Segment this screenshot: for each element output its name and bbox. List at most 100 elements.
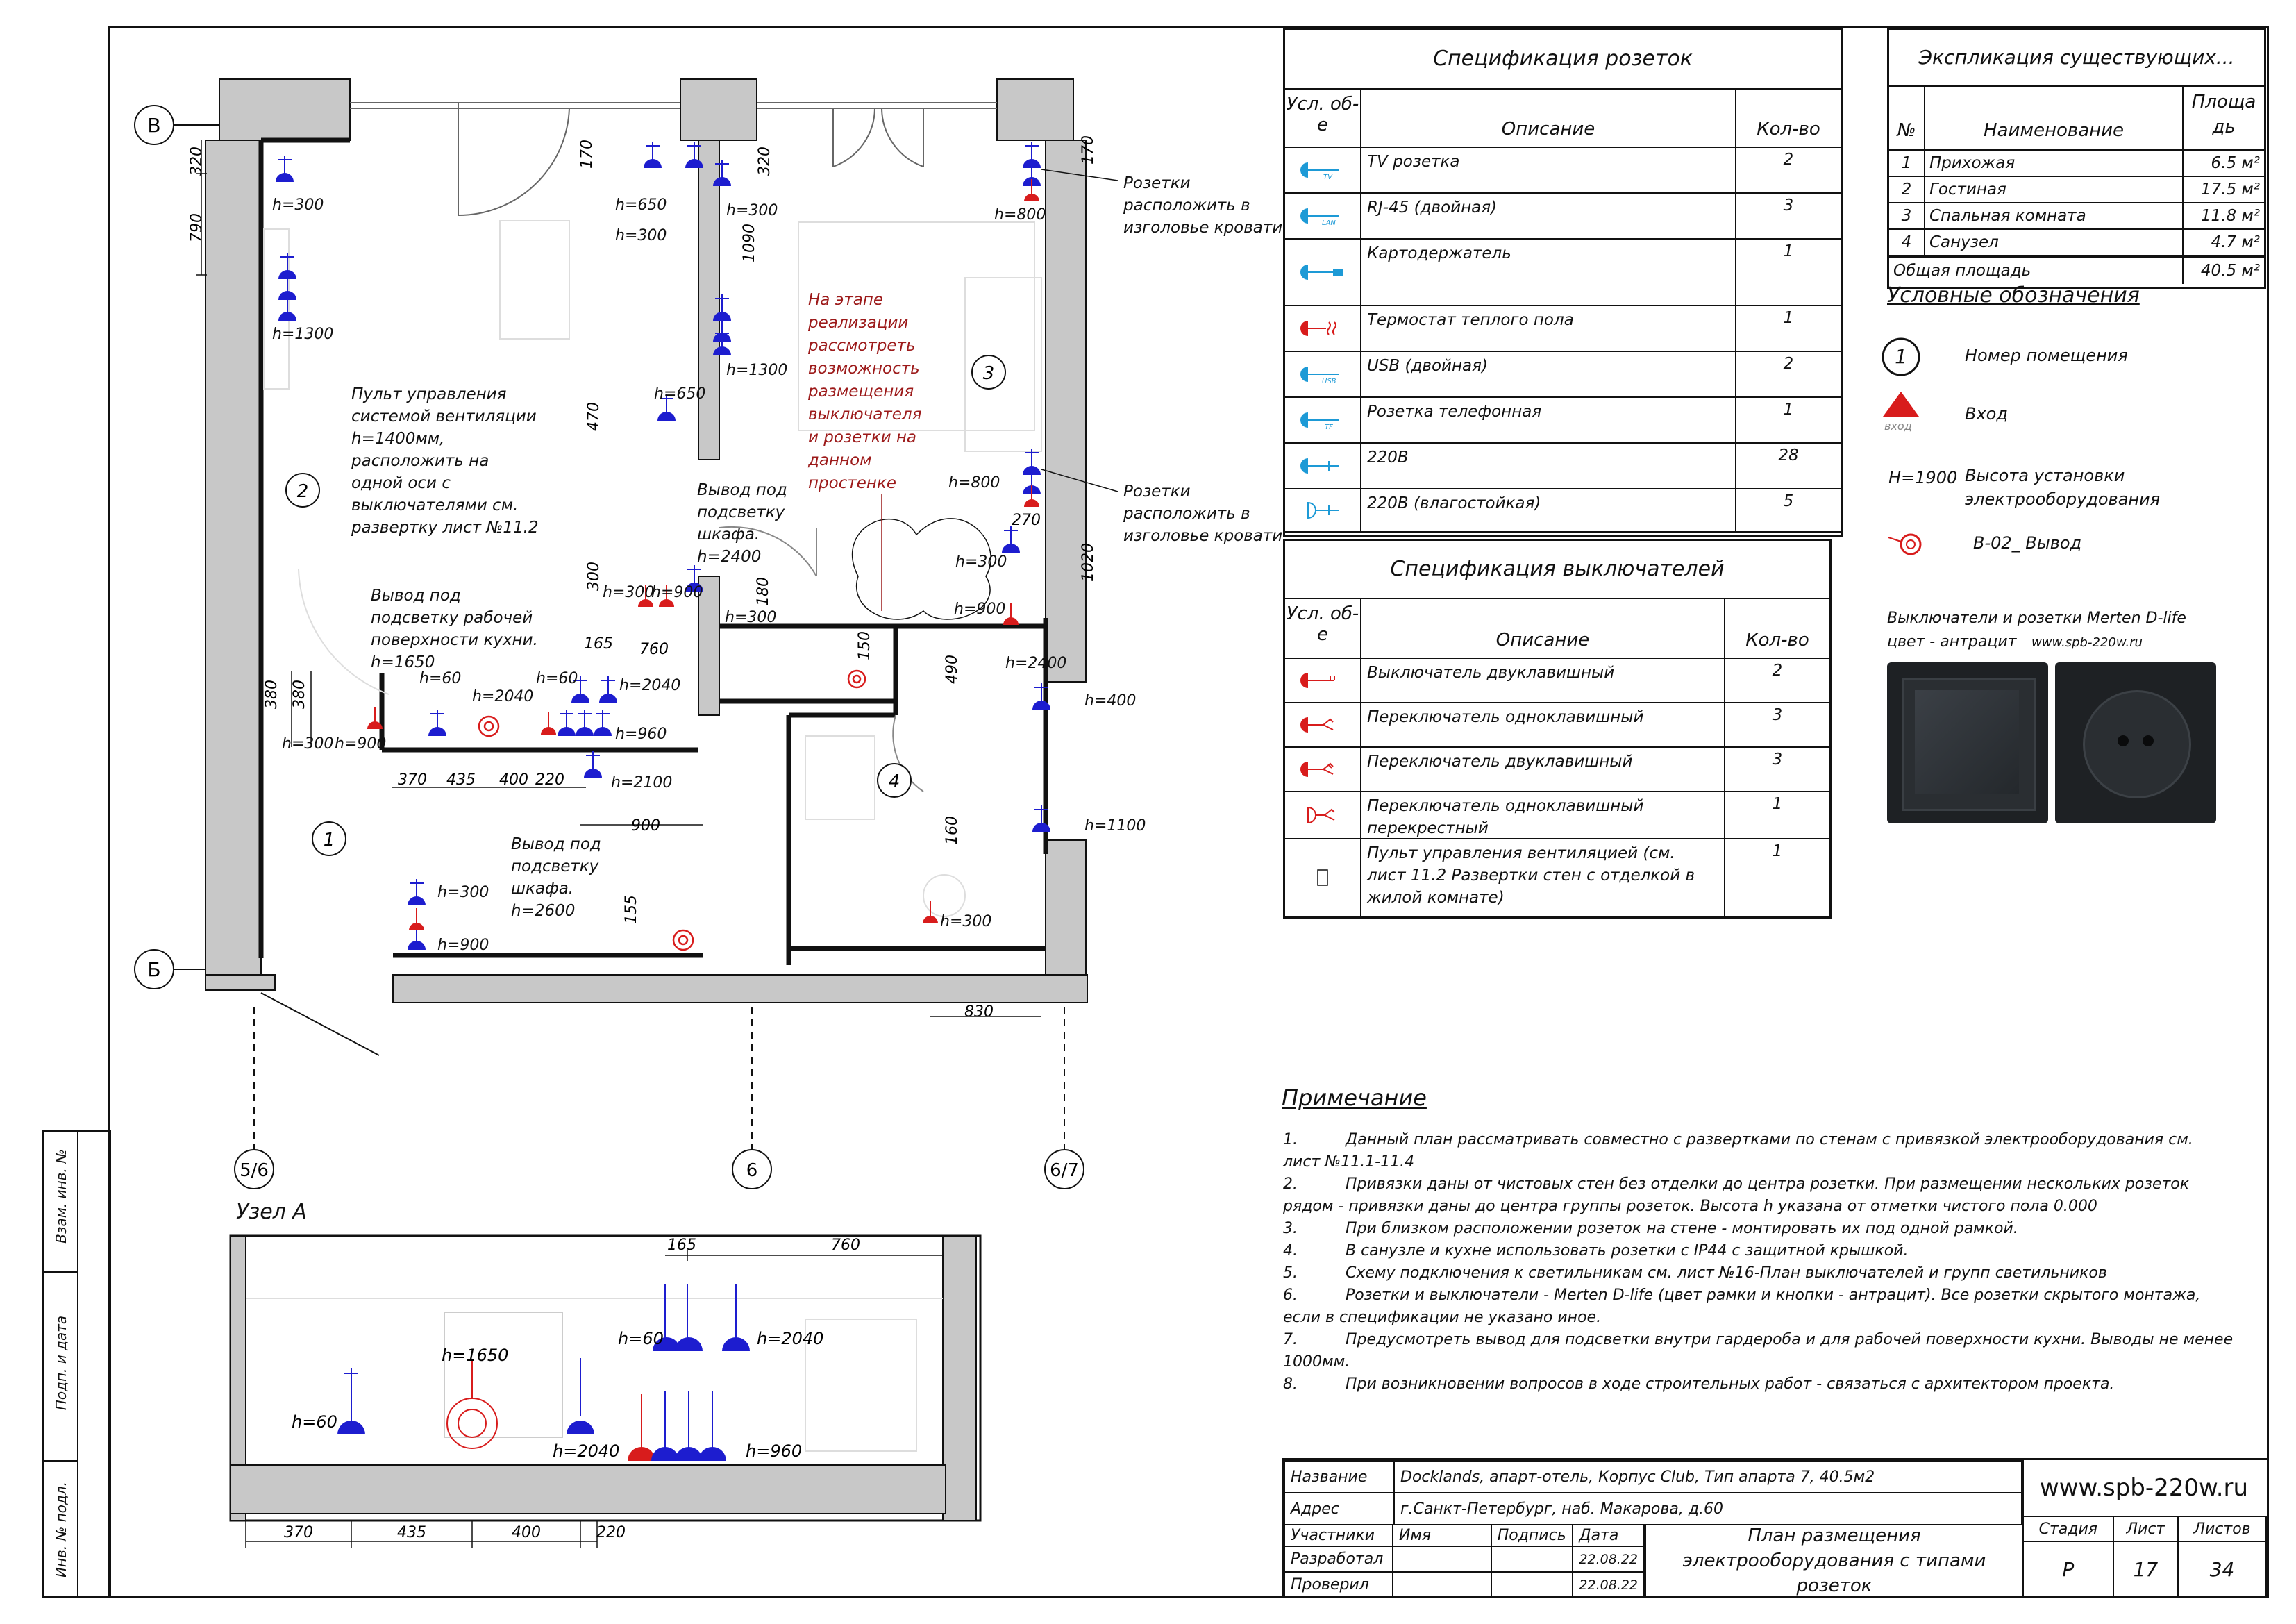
merten-line-2b: www.spb-220w.ru	[2031, 635, 2143, 650]
dim: 320	[188, 147, 206, 176]
switches-header-desc: Описание	[1361, 599, 1725, 658]
height-label: h=300	[955, 553, 1007, 571]
explication-total-value: 40.5 м²	[2200, 262, 2260, 280]
sockets-header-symbol: Усл. об-е	[1285, 90, 1361, 147]
sheet-label: Лист	[2112, 1516, 2179, 1542]
wardrobe-note-1: Вывод под подсветку шкафа. h=2400	[697, 481, 787, 566]
name-value: Docklands, апарт-отель, Корпус Club, Тип…	[1393, 1460, 2022, 1493]
sheets-label: Листов	[2177, 1516, 2267, 1542]
height-label: h=300	[282, 735, 333, 753]
node-height: h=2040	[757, 1329, 823, 1348]
height-label: h=300	[603, 584, 654, 601]
height-label: h=300	[940, 913, 991, 930]
node-a-drawing: h=1650 h=60 h=60 h=2040 h=2040 h=960 165…	[229, 1234, 982, 1548]
explication-cell: 1	[1889, 151, 1925, 176]
single-toggle-icon	[1285, 703, 1361, 746]
dim: 490	[944, 655, 961, 684]
height-label: h=60	[536, 670, 578, 687]
axis-label-b: В	[147, 114, 160, 137]
explication-cell: Спальная комната	[1925, 203, 2184, 228]
dim: 320	[756, 147, 773, 176]
height-label: h=650	[615, 196, 667, 214]
address-value: г.Санкт-Петербург, наб. Макарова, д.60	[1393, 1492, 2022, 1525]
sockets-table-title: Спецификация розеток	[1285, 30, 1841, 90]
row-description: 220В (влагостойкая)	[1361, 489, 1736, 531]
bedhead-note-1: Розетки расположить в изголовье кровати	[1123, 174, 1283, 237]
dim: 165	[584, 635, 613, 653]
signature-label: Подпись	[1490, 1524, 1574, 1547]
sheet-value: 17	[2112, 1541, 2179, 1598]
svg-text:TV: TV	[1323, 174, 1333, 181]
explication-cell: 4.7 м²	[2211, 233, 2260, 251]
sockets-table: Спецификация розеток Усл. об-е Описание …	[1283, 28, 1843, 537]
row-description: Переключатель одноклавишный перекрестный	[1361, 792, 1725, 838]
red-note: На этапе реализации рассмотреть возможно…	[808, 291, 922, 492]
explication-header-area: Площа	[2191, 92, 2256, 112]
vent-note: Пульт управления системой вентиляции h=1…	[351, 385, 539, 537]
explication-cell: Санузел	[1925, 230, 2184, 255]
height-label: h=800	[948, 474, 1000, 492]
row-quantity: 2	[1772, 662, 1783, 680]
height-label: h=900	[335, 735, 386, 753]
explication-cell: Гостиная	[1925, 177, 2184, 202]
table-row: Пульт управления вентиляцией (см. лист 1…	[1285, 839, 1829, 917]
svg-text:USB: USB	[1322, 378, 1336, 385]
sockets-header-qty: Кол-во	[1757, 119, 1820, 140]
height-label: h=2100	[611, 774, 672, 792]
height-label: h=300	[725, 609, 776, 626]
usb-socket-icon: USB	[1285, 352, 1361, 396]
card-holder-icon	[1285, 240, 1361, 305]
legend-icons	[1882, 337, 1922, 555]
height-label: h=300	[726, 202, 778, 219]
axis-label-col: 6/7	[1050, 1160, 1079, 1181]
height-label: h=60	[419, 670, 461, 687]
switches-header-symbol: Усл. об-е	[1285, 599, 1361, 658]
participants-label: Участники	[1284, 1524, 1393, 1547]
explication-cell: 6.5 м²	[2211, 154, 2260, 172]
height-label: h=300	[615, 227, 667, 244]
axis-label-col: 6	[746, 1160, 758, 1181]
explication-cell: 2	[1889, 177, 1925, 202]
row-quantity: 5	[1783, 492, 1794, 510]
legend-outlet: В-02_ Вывод	[1973, 533, 2082, 553]
row-quantity: 3	[1772, 706, 1783, 724]
height-label: h=960	[615, 726, 667, 743]
dim: 380	[263, 680, 280, 709]
sheet-title: План размещения электрооборудования с ти…	[1645, 1524, 2022, 1596]
vent-panel-icon	[1285, 839, 1361, 916]
row-quantity: 3	[1783, 196, 1794, 215]
socket-product-image	[2055, 662, 2216, 823]
row-description: 220В	[1361, 444, 1736, 488]
side-stamp: Взам. инв. № Подп. и дата Инв. № подл.	[42, 1130, 111, 1598]
node-height: h=60	[618, 1329, 664, 1348]
note-item: 4.В санузле и кухне использовать розетки…	[1283, 1242, 1909, 1259]
dim: 170	[578, 140, 596, 169]
switches-table: Спецификация выключателей Усл. об-е Опис…	[1283, 539, 1832, 919]
dim: 380	[291, 680, 308, 709]
socket-symbols	[275, 141, 1051, 951]
stamp-label: Инв. № подл.	[53, 1482, 69, 1577]
explication-header-n: №	[1889, 87, 1925, 149]
note-item: 7.Предусмотреть вывод для подсветки внут…	[1283, 1331, 2234, 1371]
sheets-value: 34	[2177, 1541, 2267, 1598]
dim: 1090	[741, 224, 758, 262]
node-dim: 220	[596, 1524, 626, 1541]
dim: 220	[535, 771, 564, 789]
dim: 180	[755, 577, 772, 606]
row-description: Переключатель двуклавишный	[1361, 748, 1725, 791]
row-description: Термостат теплого пола	[1361, 306, 1736, 351]
bedhead-note-2: Розетки расположить в изголовье кровати	[1123, 483, 1283, 545]
row-description: TV розетка	[1361, 148, 1736, 192]
explication-cell: 4	[1889, 230, 1925, 255]
website: www.spb-220w.ru	[2022, 1460, 2264, 1516]
height-label: h=800	[994, 206, 1046, 224]
svg-text:TF: TF	[1325, 424, 1333, 431]
switches-header-qty: Кол-во	[1745, 630, 1809, 651]
row-quantity: 1	[1783, 309, 1794, 327]
